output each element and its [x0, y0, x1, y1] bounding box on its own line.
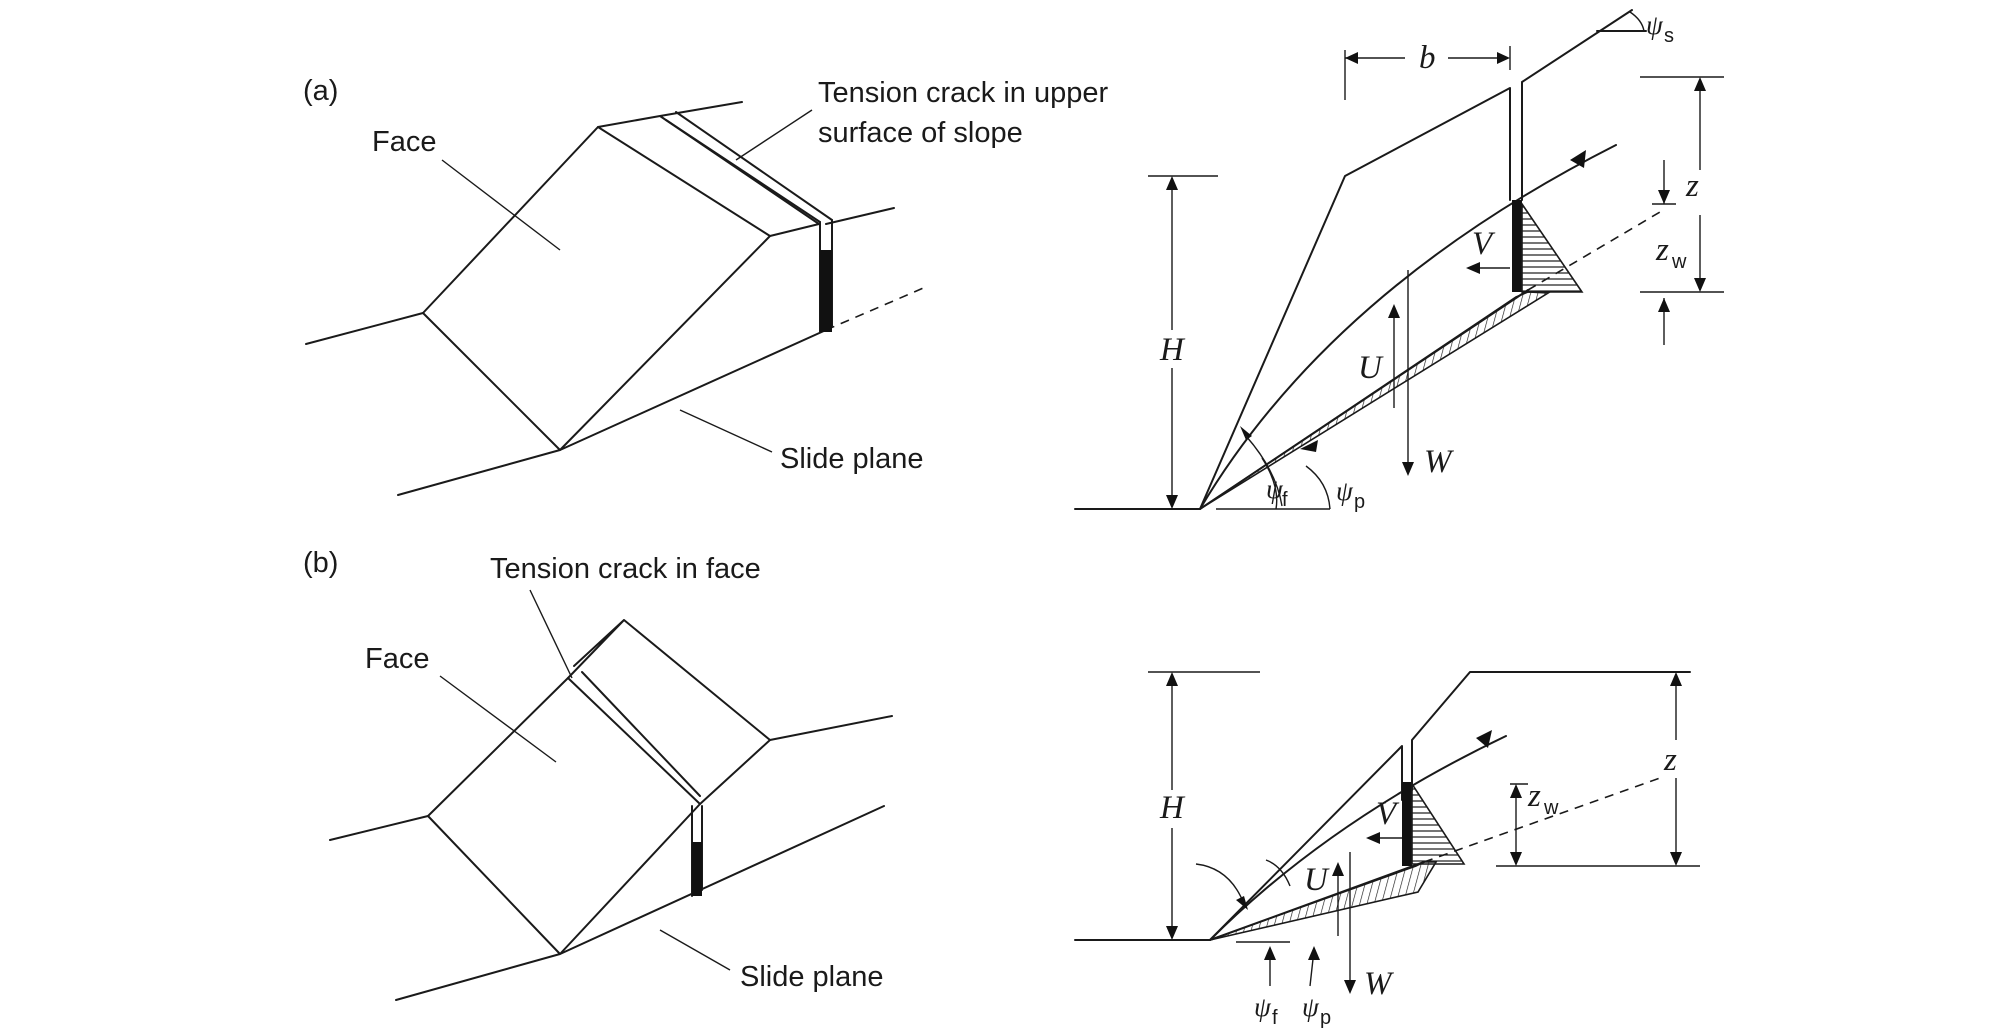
panel-a-face-label: Face — [372, 126, 436, 158]
panel-a-upper-surface-line — [825, 207, 895, 225]
panel-a-crack-label-line2: surface of slope — [818, 117, 1023, 149]
panel-a-zw-sub: w — [1671, 251, 1687, 273]
panel-b-water-table — [1209, 735, 1507, 941]
panel-b-U: U — [1304, 862, 1330, 898]
panel-b-z: z — [1663, 742, 1677, 778]
panel-a-slide-label: Slide plane — [780, 443, 924, 475]
panel-a-cross-section: ψ s b H z z w V — [1074, 9, 1724, 513]
panel-a-slide-plane-dashed — [825, 285, 929, 331]
panel-a-water-table — [1199, 144, 1617, 510]
panel-a-H: H — [1159, 332, 1186, 368]
panel-b-psi-f-arc — [1195, 863, 1245, 905]
panel-a-face-leader — [441, 159, 561, 251]
panel-b-crack-water — [1402, 782, 1412, 866]
panel-a-psi-s-sub: s — [1664, 25, 1674, 47]
panel-a-crack-water — [820, 250, 832, 332]
panel-b-crack-leader — [529, 589, 573, 679]
panel-a-crack-pressure — [1521, 201, 1584, 293]
panel-b-face-label: Face — [365, 643, 429, 675]
panel-a-slide-plane — [1199, 289, 1529, 510]
panel-b-tag: (b) — [303, 547, 338, 579]
panel-b-upper-face — [1411, 671, 1691, 791]
panel-b-psi-f: ψ — [1254, 992, 1272, 1022]
panel-b-crack-water — [692, 842, 702, 896]
panel-b-H: H — [1159, 790, 1186, 826]
panel-a-U-arrowhead — [1388, 304, 1400, 318]
panel-b-psi-f-arrowhead — [1236, 896, 1248, 910]
panel-b-V-arrowhead — [1366, 832, 1380, 844]
panel-b-slide-plane-dashed — [1423, 777, 1661, 863]
panel-b-angle-pointer-heads — [1264, 946, 1320, 960]
panel-b-psi-p-sub: p — [1320, 1007, 1331, 1029]
panel-a-psi-p: ψ — [1336, 476, 1354, 506]
panel-b-zw-sub: w — [1543, 797, 1559, 819]
panel-a-water-table-marker — [1570, 150, 1586, 168]
panel-b-W: W — [1364, 966, 1394, 1002]
panel-a-crack-label-line1: Tension crack in upper — [818, 77, 1108, 109]
panel-a-psi-s-arc — [1629, 11, 1645, 32]
panel-a-zw: z — [1655, 232, 1669, 268]
panel-a-lower-left-ground — [305, 312, 424, 345]
panel-b-face-outline — [427, 677, 701, 955]
panel-b-upper-surface-line — [769, 715, 893, 741]
panel-a-psi-f-arc2 — [1245, 435, 1283, 507]
panel-b-crack-pressure — [1411, 781, 1466, 865]
panel-a-block-sketch: (a) Face Tension crack in upper surface … — [303, 75, 1108, 496]
panel-b-psi-p-arc — [1265, 859, 1291, 887]
panel-a-W: W — [1424, 444, 1454, 480]
panel-a-top-surface — [597, 101, 820, 237]
panel-a-crack-water — [1512, 200, 1522, 292]
panel-b-water-table-marker — [1476, 730, 1492, 748]
panel-b-face-leader — [439, 675, 557, 763]
panel-a-tag: (a) — [303, 75, 338, 107]
panel-b-lower-left-ground — [329, 815, 429, 841]
panel-a-slide-leader — [679, 409, 773, 453]
panel-a-psi-s: ψ — [1646, 10, 1664, 40]
panel-a-psi-f-arrowhead — [1240, 426, 1252, 440]
panel-b-block-sketch: (b) Face Tension crack in face Slide pla… — [303, 547, 893, 1001]
panel-b-zw: z — [1527, 778, 1541, 814]
panel-a-plane-marker — [1300, 440, 1318, 452]
panel-b-V: V — [1376, 796, 1400, 832]
panel-a-b: b — [1419, 40, 1436, 76]
panel-b-slide-plane — [1209, 861, 1425, 941]
panel-a-W-arrowhead — [1402, 462, 1414, 476]
panel-b-angle-pointers — [1269, 949, 1315, 987]
panel-a-psi-f-arc — [1261, 457, 1278, 510]
panel-b-slide-plane-line — [395, 805, 885, 1001]
panel-b-U-arrowhead — [1332, 862, 1344, 876]
panel-b-crack-label: Tension crack in face — [490, 553, 761, 585]
panel-b-W-arrowhead — [1344, 980, 1356, 994]
panel-a-V-arrowhead — [1466, 262, 1480, 274]
panel-a-psi-f-sub: f — [1282, 489, 1288, 511]
panel-a-z: z — [1685, 168, 1699, 204]
panel-b-crack-strip — [567, 619, 771, 805]
panel-b-cross-section: H z z w V U W ψ f ψ p — [1074, 671, 1700, 1029]
panel-b-slide-leader — [659, 929, 731, 971]
panel-a-slide-plane-line — [397, 329, 827, 496]
panel-b-slide-label: Slide plane — [740, 961, 884, 993]
panel-a-psi-f: ψ — [1266, 474, 1284, 504]
panel-b-psi-f-sub: f — [1272, 1007, 1278, 1029]
panel-a-uplift-pressure — [1199, 291, 1551, 510]
panel-a-crack-leader — [735, 109, 813, 161]
panel-a-face-outline — [422, 126, 771, 451]
panel-a-V: V — [1472, 226, 1496, 262]
panel-a-crack-strip — [665, 111, 833, 223]
panel-a-upper-slope — [1521, 9, 1633, 201]
panel-a-psi-p-sub: p — [1354, 491, 1365, 513]
panel-a-U: U — [1358, 350, 1384, 386]
panel-a-slope-face — [1199, 87, 1511, 510]
panel-a-z-ext — [1640, 76, 1724, 293]
panel-b-psi-p: ψ — [1302, 992, 1320, 1022]
panel-a-psi-p-arc — [1305, 465, 1331, 510]
